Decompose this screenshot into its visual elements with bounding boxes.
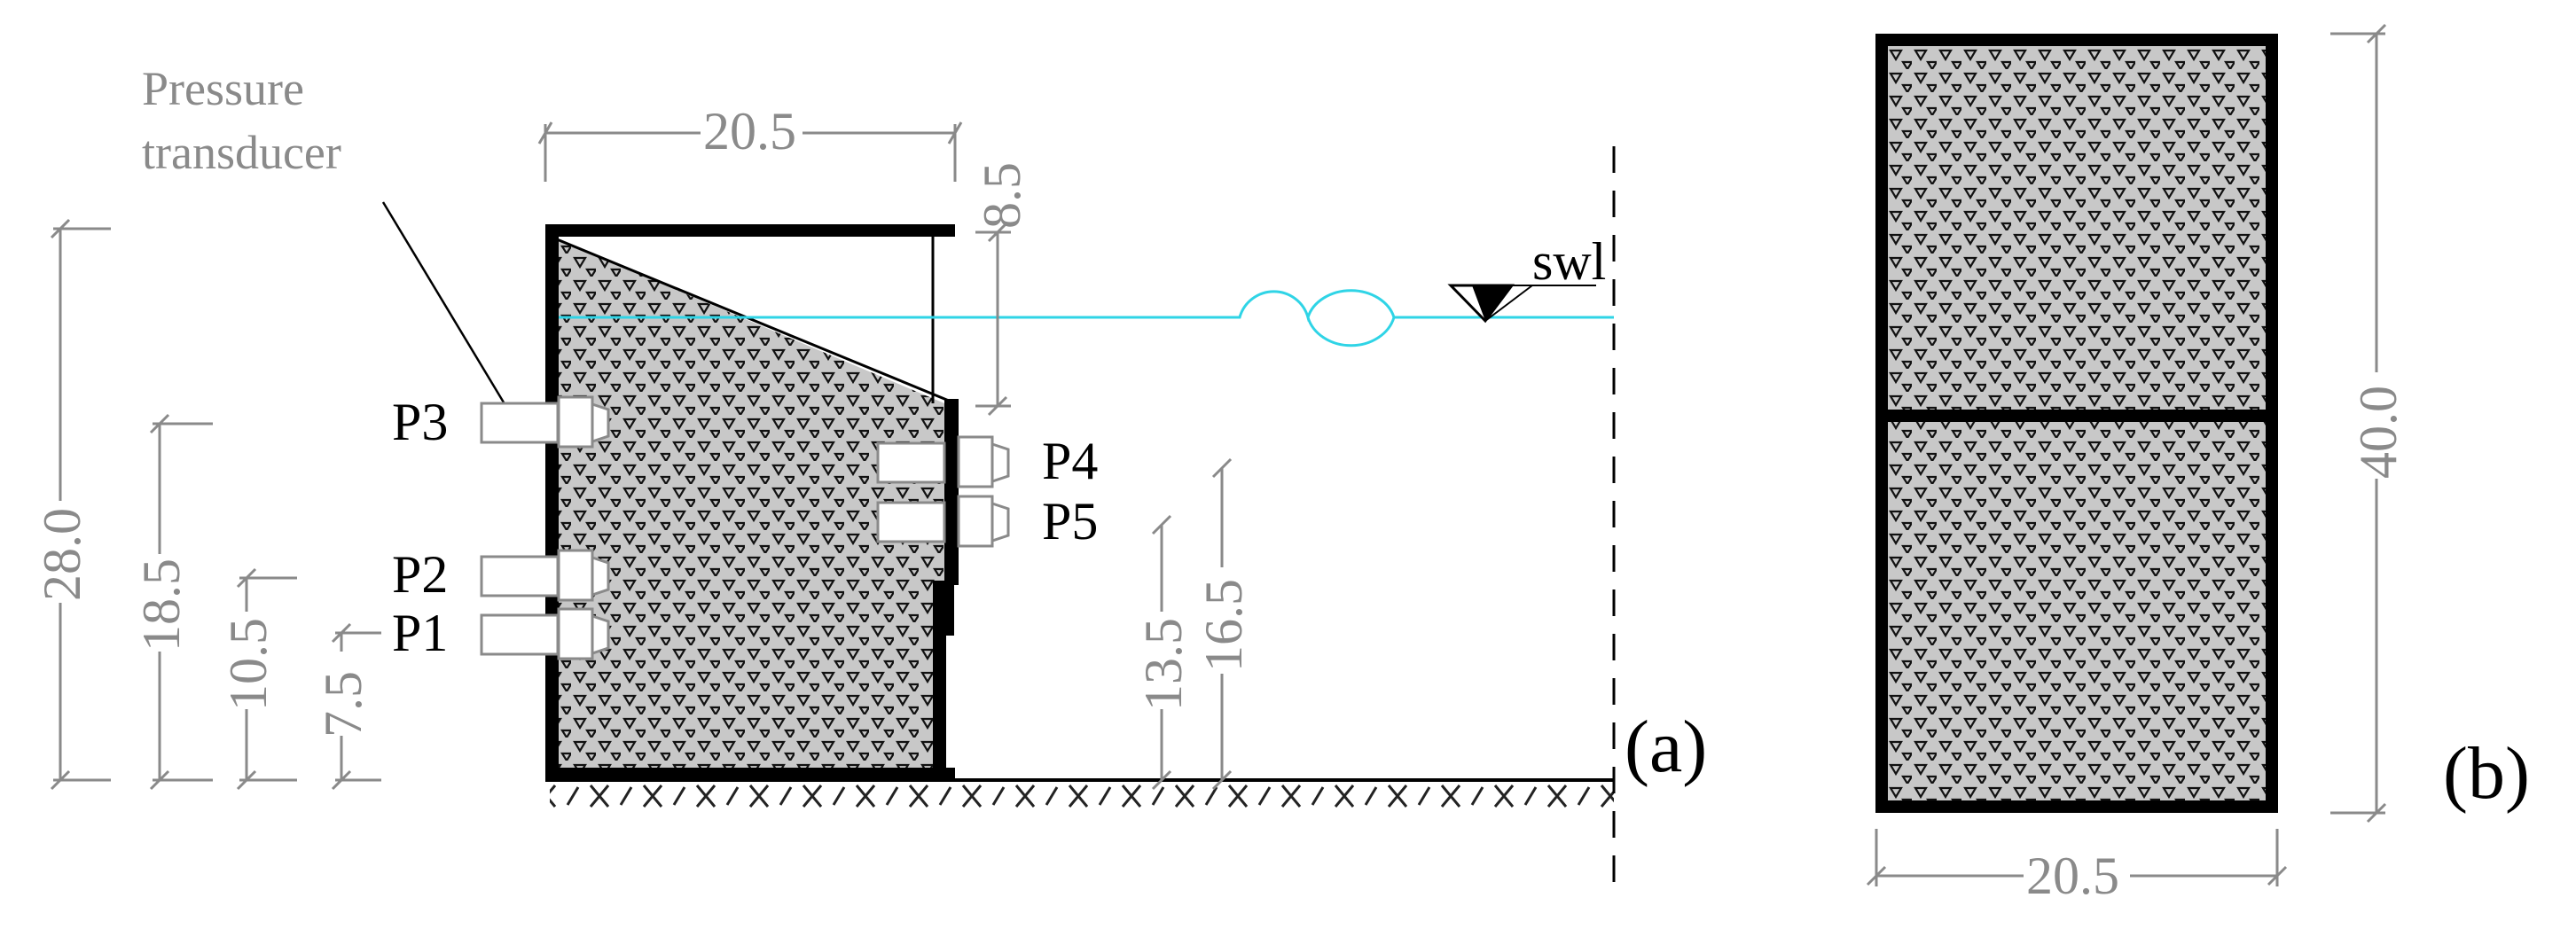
dim-b-height-label: 40.0: [2349, 386, 2408, 479]
swl-marker: swl: [1447, 232, 1606, 324]
front-view-fill: [1882, 40, 2272, 807]
top-deck: [545, 224, 955, 237]
dim-width-top: 20.5: [537, 102, 963, 182]
water-surface: [559, 289, 1614, 323]
dim-total-height: 28.0: [33, 218, 111, 791]
dim-total-height-label: 28.0: [33, 508, 91, 601]
sensor-p3: P3: [392, 393, 610, 451]
callout-line1: Pressure: [142, 62, 304, 115]
dim-p3-height: 18.5: [132, 413, 213, 791]
dim-width-top-label: 20.5: [703, 102, 796, 160]
sensor-p5: P5: [876, 492, 1098, 550]
callout-leader: [381, 201, 505, 403]
dim-freeboard-label: 8.5: [973, 162, 1031, 229]
dim-p5-height: 13.5: [1134, 514, 1193, 791]
sensor-p5-label: P5: [1042, 492, 1098, 550]
rear-wall-lower: [933, 631, 946, 777]
callout-line2: transducer: [142, 126, 341, 179]
sensor-p2-label: P2: [392, 545, 448, 604]
bottom-slab: [545, 768, 955, 780]
dim-p4-height-label: 16.5: [1194, 579, 1253, 672]
dim-b-width: 20.5: [1866, 829, 2288, 905]
dim-p4-height: 16.5: [1194, 457, 1253, 791]
dim-freeboard: 8.5: [973, 162, 1031, 417]
dim-p1-height-label: 7.5: [314, 671, 372, 738]
front-view-frame: [1875, 34, 2278, 813]
caisson-fill: [557, 239, 944, 771]
panel-b: 40.0 20.5 (b): [1866, 23, 2530, 905]
sensor-p2: P2: [392, 545, 610, 604]
dim-p3-height-label: 18.5: [132, 558, 191, 652]
panel-a-label: (a): [1625, 706, 1707, 788]
dim-p5-height-label: 13.5: [1134, 618, 1193, 711]
sensor-p3-label: P3: [392, 393, 448, 451]
dim-b-width-label: 20.5: [2026, 847, 2119, 905]
swl-label: swl: [1532, 232, 1606, 291]
rear-wall-upper: [944, 399, 959, 585]
rear-wall-step: [933, 581, 954, 636]
sensor-p4: P4: [876, 432, 1098, 490]
dim-b-height: 40.0: [2330, 23, 2408, 824]
water-surface-trough: [1306, 316, 1396, 347]
sensor-p1: P1: [392, 604, 610, 662]
front-view-divider: [1882, 410, 2272, 422]
sensor-p4-label: P4: [1042, 432, 1098, 490]
seabed-hatch: [550, 784, 1614, 814]
panel-b-label: (b): [2443, 732, 2530, 815]
seaward-wall: [545, 226, 559, 777]
dim-p2-height: 10.5: [219, 567, 297, 791]
dim-p2-height-label: 10.5: [219, 618, 278, 711]
panel-a: swl Pressure transducer P3 P2 P1: [33, 62, 1707, 895]
dim-p1-height: 7.5: [314, 622, 381, 791]
sensor-p1-label: P1: [392, 604, 448, 662]
sloping-roof: [556, 238, 950, 402]
